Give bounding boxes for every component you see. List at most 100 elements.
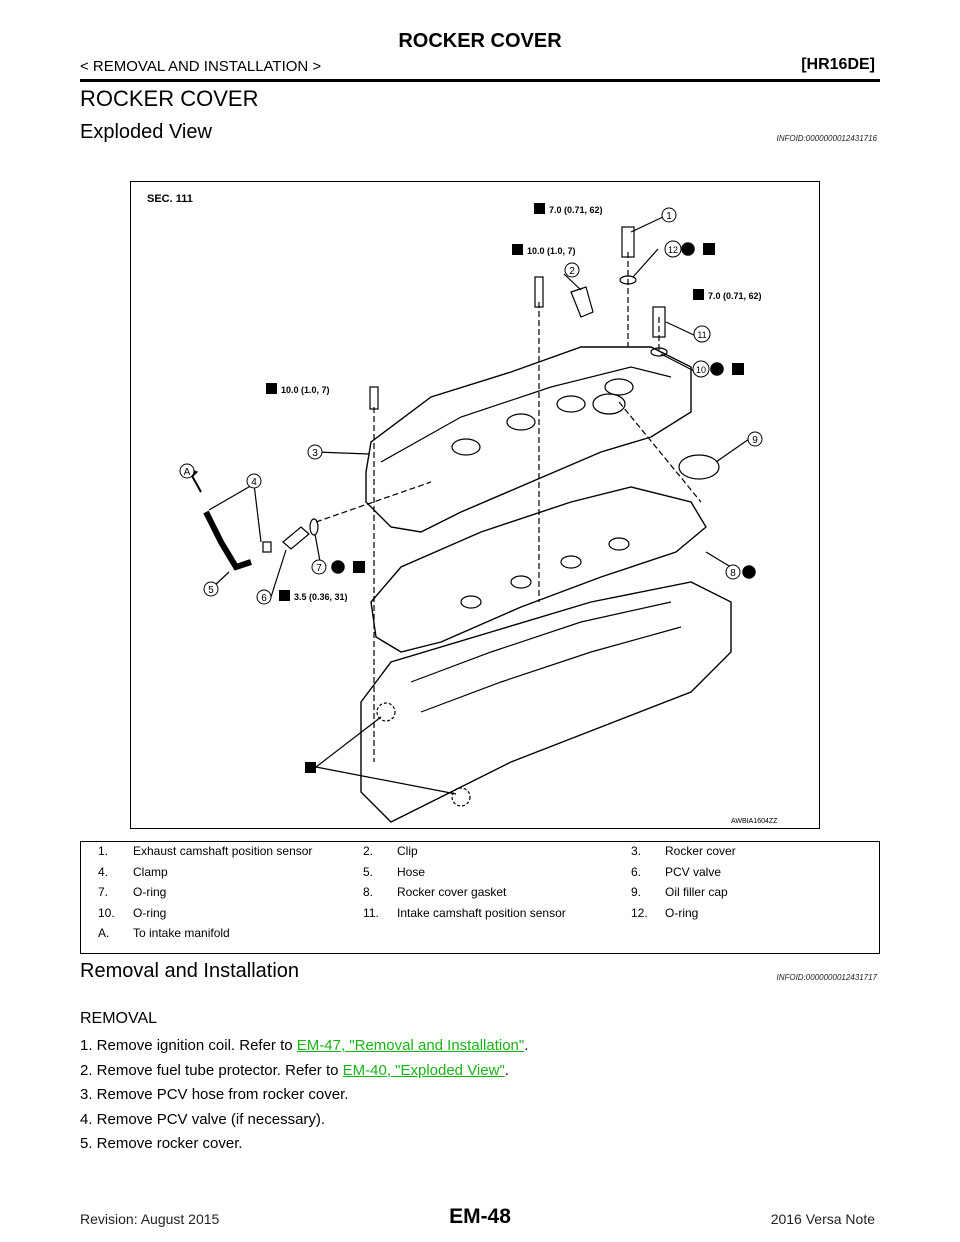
legend-num: 1.: [98, 844, 109, 859]
legend-text: Rocker cover gasket: [397, 885, 507, 900]
callout-circle: [692, 360, 710, 378]
do-not-reuse-icon: [742, 565, 756, 579]
step-suffix: .: [504, 1061, 509, 1079]
torque-label: 7.0 (0.71, 62): [549, 205, 603, 215]
sealant-point: [376, 702, 396, 722]
legend-num: 11.: [363, 905, 379, 920]
reference-link-em-47[interactable]: EM-47, "Removal and Installation": [296, 1037, 525, 1054]
rocker-cover-ridge: [380, 366, 672, 463]
leader-line: [632, 248, 659, 278]
legend-text: Clamp: [133, 864, 168, 879]
leader-line: [665, 321, 697, 337]
cylinder-head-outline: [360, 581, 732, 823]
section-title: ROCKER COVER: [80, 86, 259, 111]
step-item: 2. Remove fuel tube protector. Refer to …: [80, 1059, 528, 1084]
callout-9: 9: [752, 435, 758, 446]
callout-4: 4: [251, 477, 257, 488]
do-not-reuse-icons: [331, 242, 756, 579]
torque-label: 7.0 (0.71, 62): [708, 291, 762, 301]
callout-3: 3: [312, 448, 318, 459]
new-part-icon: [353, 561, 365, 573]
exploded-view-diagram: SEC. 111 7.0 (0.71, 62) 10.0 (1.0, 7) 7.…: [147, 193, 778, 825]
step-item: 4. Remove PCV valve (if necessary).: [80, 1108, 528, 1133]
pcv-valve: [282, 526, 310, 550]
gasket-hole: [460, 595, 482, 609]
o-ring-12: [619, 275, 637, 285]
clip: [570, 286, 594, 318]
legend-text: PCV valve: [665, 864, 722, 879]
step-item: 3. Remove PCV hose from rocker cover.: [80, 1083, 528, 1108]
legend-border: [80, 841, 880, 954]
legend-num: 2.: [363, 844, 374, 859]
torque-label: 10.0 (1.0, 7): [527, 246, 576, 256]
torque-icon: [534, 203, 545, 214]
legend-row: 10. O-ring 11. Intake camshaft position …: [80, 903, 880, 924]
legend-num: 5.: [363, 864, 374, 879]
leader-line: [630, 216, 664, 233]
legend-text: Rocker cover: [665, 844, 736, 859]
rocker-cover-gasket: [370, 486, 707, 653]
step-text: 1. Remove ignition coil. Refer to: [80, 1037, 297, 1054]
callout-5: 5: [208, 585, 214, 596]
gasket-hole: [510, 575, 532, 589]
do-not-reuse-icon: [681, 242, 695, 256]
callout-circle: [246, 473, 262, 489]
leader-line: [315, 766, 457, 795]
leader-line: [208, 483, 255, 511]
sealant-icon: [305, 762, 316, 773]
legend-num: 6.: [631, 864, 642, 879]
torque-icon: [279, 590, 290, 601]
legend-row: 7. O-ring 8. Rocker cover gasket 9. Oil …: [80, 882, 880, 903]
guide-line: [315, 481, 432, 523]
legend-text: Clip: [397, 844, 418, 859]
legend-num: 10.: [98, 905, 115, 920]
step-text: 4. Remove PCV valve (if necessary).: [80, 1110, 326, 1128]
leader-line: [563, 273, 582, 291]
exhaust-camshaft-sensor: [621, 226, 635, 258]
bolt: [534, 276, 544, 308]
torque-label: 3.5 (0.36, 31): [294, 592, 348, 602]
breadcrumb: < REMOVAL AND INSTALLATION >: [80, 58, 322, 75]
callout-circle: [661, 207, 677, 223]
torque-icon: [266, 383, 277, 394]
callouts: 1 2 3 4 5 6 7 8 9 10 11 12 A: [179, 207, 763, 605]
callout-circle: [693, 325, 711, 343]
rocker-cover-port: [556, 395, 586, 413]
callout-2: 2: [569, 266, 575, 277]
leader-line: [660, 353, 697, 373]
new-part-icon: [703, 243, 715, 255]
legend-num: A.: [98, 926, 110, 941]
torque-icons: [266, 203, 704, 773]
callout-circle: [664, 240, 682, 258]
clamp: [262, 541, 272, 553]
step-text: 3. Remove PCV hose from rocker cover.: [80, 1086, 349, 1103]
parts-legend: 1. Exhaust camshaft position sensor 2. C…: [80, 841, 880, 944]
sec-label: SEC. 111: [147, 193, 193, 205]
torque-icon: [512, 244, 523, 255]
pcv-hose: [203, 510, 252, 571]
arrow-to-intake-manifold: [190, 473, 202, 493]
exploded-view-infoid: INFOID:0000000012431716: [776, 134, 877, 143]
header-divider: [80, 79, 880, 82]
gasket-hole: [560, 555, 582, 569]
intake-camshaft-sensor: [652, 306, 666, 338]
callout-1: 1: [666, 211, 672, 222]
legend-text: To intake manifold: [133, 926, 230, 941]
camshaft: [410, 601, 672, 683]
legend-text: O-ring: [665, 905, 699, 920]
camshaft: [420, 626, 682, 713]
legend-text: O-ring: [133, 885, 167, 900]
legend-text: O-ring: [133, 905, 167, 920]
callout-7: 7: [316, 563, 322, 574]
callout-circle: [256, 589, 272, 605]
exploded-view-figure: SEC. 111 7.0 (0.71, 62) 10.0 (1.0, 7) 7.…: [130, 181, 820, 829]
rocker-cover-port: [451, 438, 481, 456]
step-item: 1. Remove ignition coil. Refer to EM-47,…: [80, 1034, 528, 1059]
rocker-cover-port: [506, 413, 536, 431]
do-not-reuse-icon: [331, 560, 345, 574]
torque-icon: [693, 289, 704, 300]
step-text: 5. Remove rocker cover.: [80, 1135, 243, 1152]
o-ring-10: [650, 347, 668, 357]
callout-circle: [747, 431, 763, 447]
reference-link-em-40[interactable]: EM-40, "Exploded View": [342, 1061, 505, 1079]
